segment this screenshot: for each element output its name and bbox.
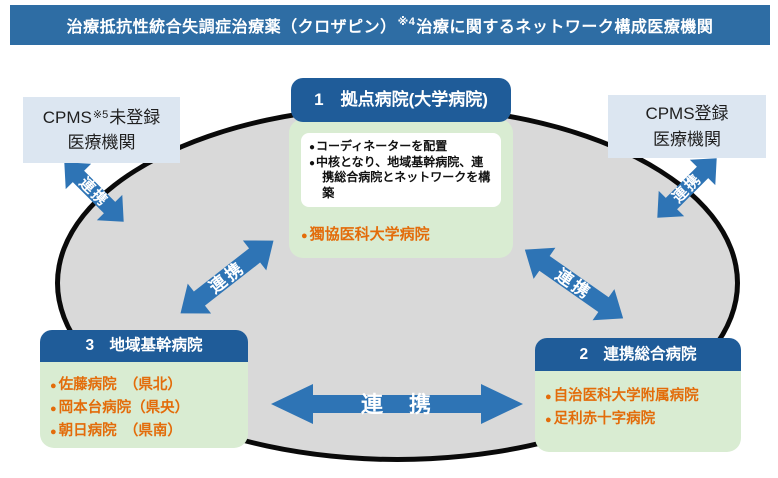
cooperating-general-title: 2 連携総合病院 (535, 338, 741, 371)
cpms-registered-line1: CPMS登録 (645, 104, 729, 123)
hospital-item: 獨協医科大学病院 (301, 223, 501, 247)
hub-hospital-list: 獨協医科大学病院 (301, 223, 501, 247)
cpms-registered-box: CPMS登録 医療機関 (608, 95, 766, 158)
regional-hospital-list: 佐藤病院 （県北） 岡本台病院（県央） 朝日病院 （県南） (50, 374, 240, 444)
banner-ref-mark: ※4 (397, 15, 416, 28)
cooperating-general-box: 2 連携総合病院 自治医科大学附属病院 足利赤十字病院 (535, 338, 741, 452)
note-item: 中核となり、地域基幹病院、連携総合病院とネットワークを構築 (309, 155, 493, 202)
cpms-registered-line2: 医療機関 (653, 129, 721, 149)
cpms-unregistered-box: CPMS※5未登録 医療機関 (23, 97, 180, 163)
regional-core-title: 3 地域基幹病院 (40, 330, 248, 362)
hub-notes-card: コーディネーターを配置 中核となり、地域基幹病院、連携総合病院とネットワークを構… (301, 133, 501, 208)
hospital-item: 自治医科大学附属病院 (545, 385, 735, 408)
banner-text-rest: 治療に関するネットワーク構成医療機関 (416, 19, 714, 36)
hospital-item: 朝日病院 （県南） (50, 420, 240, 443)
note-item: コーディネーターを配置 (309, 139, 493, 155)
regional-core-body: 佐藤病院 （県北） 岡本台病院（県央） 朝日病院 （県南） (40, 362, 248, 448)
hospital-item: 岡本台病院（県央） (50, 397, 240, 420)
general-hospital-list: 自治医科大学附属病院 足利赤十字病院 (545, 385, 735, 431)
cpms-unregistered-line1: CPMS※5未登録 (43, 105, 160, 131)
hospital-item: 佐藤病院 （県北） (50, 374, 240, 397)
cooperating-general-body: 自治医科大学附属病院 足利赤十字病院 (535, 371, 741, 452)
cpms-ref-mark: ※5 (92, 108, 109, 121)
hospital-item: 足利赤十字病院 (545, 408, 735, 431)
hub-notes-list: コーディネーターを配置 中核となり、地域基幹病院、連携総合病院とネットワークを構… (309, 139, 493, 201)
cpms-text-suffix: 未登録 (109, 107, 161, 127)
cpms-text-prefix: CPMS (42, 107, 92, 127)
hub-hospital-body: コーディネーターを配置 中核となり、地域基幹病院、連携総合病院とネットワークを構… (289, 119, 513, 258)
hub-hospital-title: 1 拠点病院(大学病院) (291, 78, 511, 122)
hub-hospital-box: 1 拠点病院(大学病院) コーディネーターを配置 中核となり、地域基幹病院、連携… (289, 78, 513, 258)
banner-text-main: 治療抵抗性統合失調症治療薬（クロザピン） (66, 19, 397, 36)
regional-core-box: 3 地域基幹病院 佐藤病院 （県北） 岡本台病院（県央） 朝日病院 （県南） (40, 330, 248, 448)
cpms-unregistered-line2: 医療機関 (67, 133, 136, 152)
